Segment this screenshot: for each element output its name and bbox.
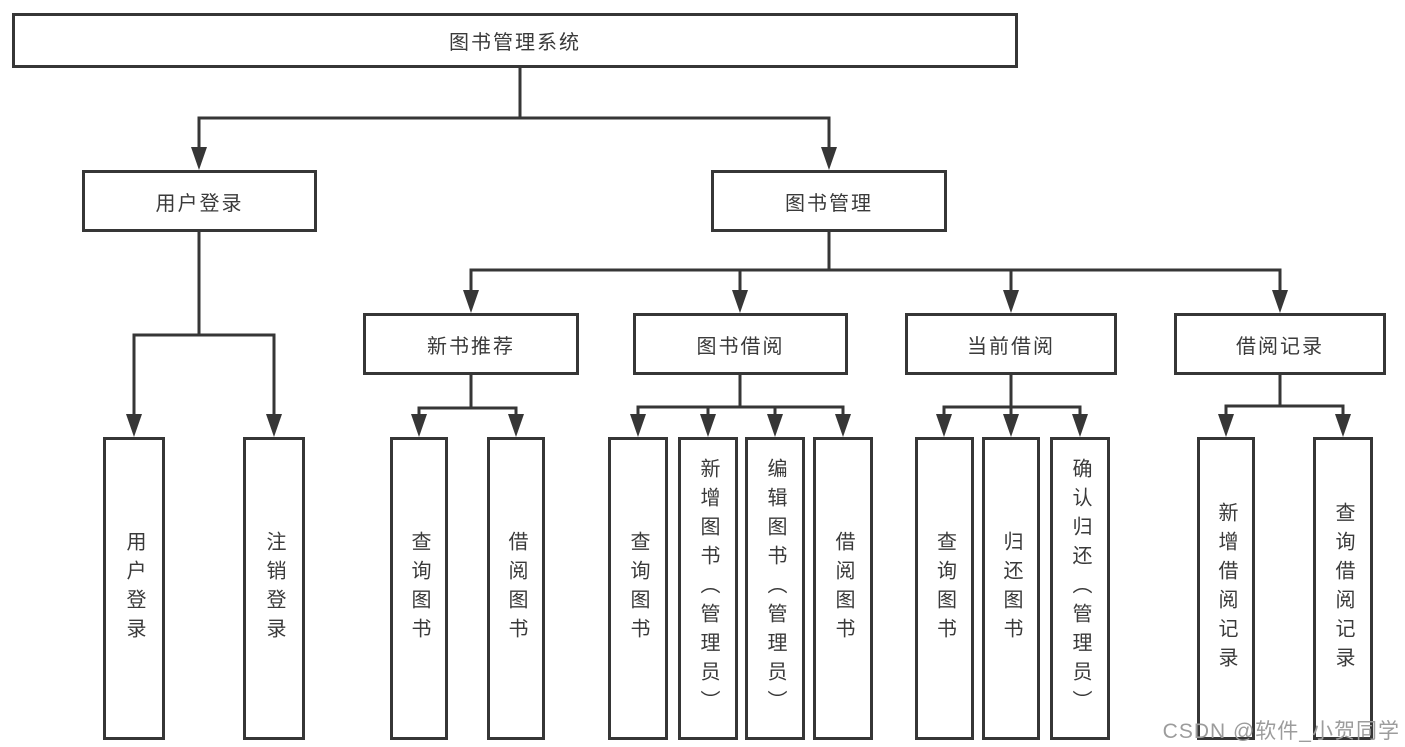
leaf-newrec-borrow-books-label: 借阅图书	[505, 530, 527, 647]
connector-new-book-rec-to-leaves	[411, 373, 524, 437]
connector-current-borrow-to-leaves	[936, 373, 1088, 437]
node-system-root: 图书管理系统	[12, 13, 1018, 68]
node-user-login: 用户登录	[82, 170, 317, 232]
leaf-user-login: 用户登录	[103, 437, 165, 740]
node-system-root-label: 图书管理系统	[449, 32, 581, 54]
node-book-borrow: 图书借阅	[633, 313, 848, 375]
leaf-records-query-record: 查询借阅记录	[1313, 437, 1373, 740]
connector-book-borrow-to-leaves	[630, 373, 851, 437]
connector-book-mgmt-to-level3	[463, 230, 1288, 313]
leaf-logout-label: 注销登录	[263, 530, 285, 647]
leaf-newrec-query-books: 查询图书	[390, 437, 448, 740]
leaf-current-confirm-return-admin: 确认归还（管理员）	[1050, 437, 1110, 740]
node-current-borrow: 当前借阅	[905, 313, 1117, 375]
leaf-current-return-books: 归还图书	[982, 437, 1040, 740]
leaf-borrow-query-books: 查询图书	[608, 437, 668, 740]
leaf-current-confirm-return-admin-label: 确认归还（管理员）	[1069, 458, 1091, 719]
connector-root-to-level2	[191, 66, 837, 170]
leaf-records-query-record-label: 查询借阅记录	[1332, 501, 1354, 676]
node-borrow-records-label: 借阅记录	[1236, 335, 1324, 358]
leaf-records-add-record: 新增借阅记录	[1197, 437, 1255, 740]
leaf-borrow-borrow-books-label: 借阅图书	[832, 530, 854, 647]
node-book-mgmt: 图书管理	[711, 170, 947, 232]
leaf-borrow-edit-books-admin: 编辑图书（管理员）	[745, 437, 805, 740]
node-book-borrow-label: 图书借阅	[696, 335, 785, 358]
leaf-borrow-add-books-admin: 新增图书（管理员）	[678, 437, 738, 740]
leaf-borrow-query-books-label: 查询图书	[627, 530, 649, 647]
leaf-logout: 注销登录	[243, 437, 305, 740]
leaf-records-add-record-label: 新增借阅记录	[1215, 501, 1237, 676]
leaf-borrow-borrow-books: 借阅图书	[813, 437, 873, 740]
node-book-mgmt-label: 图书管理	[785, 192, 873, 215]
leaf-current-return-books-label: 归还图书	[1000, 530, 1022, 647]
connector-user-login-to-leaves	[126, 230, 282, 437]
node-new-book-rec: 新书推荐	[363, 313, 579, 375]
leaf-newrec-borrow-books: 借阅图书	[487, 437, 545, 740]
node-borrow-records: 借阅记录	[1174, 313, 1386, 375]
node-new-book-rec-label: 新书推荐	[427, 335, 515, 358]
watermark: CSDN @软件_小贺同学	[1162, 720, 1400, 743]
leaf-borrow-add-books-admin-label: 新增图书（管理员）	[697, 458, 719, 719]
node-user-login-label: 用户登录	[155, 192, 244, 215]
leaf-borrow-edit-books-admin-label: 编辑图书（管理员）	[764, 458, 786, 719]
leaf-user-login-label: 用户登录	[123, 530, 145, 647]
leaf-newrec-query-books-label: 查询图书	[408, 530, 430, 647]
leaf-current-query-books-label: 查询图书	[933, 530, 956, 647]
leaf-current-query-books: 查询图书	[915, 437, 974, 740]
connector-borrow-records-to-leaves	[1218, 373, 1351, 437]
node-current-borrow-label: 当前借阅	[967, 335, 1055, 358]
